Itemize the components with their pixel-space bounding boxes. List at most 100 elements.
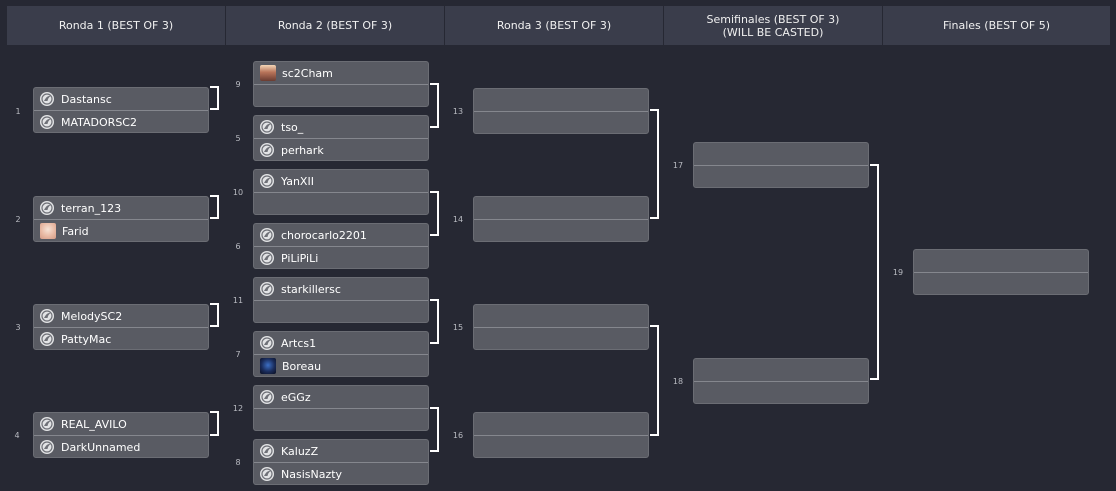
player-slot[interactable] [694, 165, 868, 187]
player-slot[interactable]: chorocarlo2201 [254, 224, 428, 246]
match-number: 1 [15, 107, 21, 116]
player-slot[interactable] [474, 111, 648, 133]
player-name: NasisNazty [281, 467, 343, 481]
player-name: Dastansc [61, 92, 112, 106]
player-name: tso_ [281, 120, 304, 134]
player-slot[interactable] [914, 272, 1088, 294]
player-slot[interactable] [474, 435, 648, 457]
match-9[interactable]: sc2Cham [253, 61, 429, 107]
player-avatar-photo [260, 65, 276, 81]
match-13[interactable] [473, 88, 649, 134]
player-slot[interactable]: MATADORSC2 [34, 110, 208, 132]
match-number: 2 [15, 215, 21, 224]
match-number: 17 [672, 161, 684, 170]
player-name: MelodySC2 [61, 309, 123, 323]
player-slot[interactable]: terran_123 [34, 197, 208, 219]
player-slot[interactable]: eGGz [254, 386, 428, 408]
round-header-bar: Ronda 1 (BEST OF 3) Ronda 2 (BEST OF 3) … [7, 6, 1110, 45]
player-slot[interactable]: starkillersc [254, 278, 428, 300]
player-slot[interactable]: KaluzZ [254, 440, 428, 462]
match-number: 19 [892, 268, 904, 277]
player-slot[interactable]: PiLiPiLi [254, 246, 428, 268]
match-number: 15 [452, 323, 464, 332]
player-slot[interactable] [474, 219, 648, 241]
match-4[interactable]: REAL_AVILO DarkUnnamed [33, 412, 209, 458]
starcraft-logo-icon [260, 336, 274, 350]
player-slot[interactable]: PattyMac [34, 327, 208, 349]
starcraft-logo-icon [260, 251, 274, 265]
player-slot[interactable]: sc2Cham [254, 62, 428, 84]
match-15[interactable] [473, 304, 649, 350]
player-slot[interactable] [254, 84, 428, 106]
player-slot[interactable]: REAL_AVILO [34, 413, 208, 435]
starcraft-logo-icon [40, 309, 54, 323]
match-5[interactable]: tso_perhark [253, 115, 429, 161]
player-slot[interactable]: Farid [34, 219, 208, 241]
player-name: PattyMac [61, 332, 112, 346]
player-name: PiLiPiLi [281, 251, 319, 265]
player-slot[interactable] [474, 89, 648, 111]
starcraft-logo-icon [40, 92, 54, 106]
starcraft-logo-icon [40, 201, 54, 215]
starcraft-logo-icon [40, 440, 54, 454]
player-slot[interactable] [914, 250, 1088, 272]
player-slot[interactable] [694, 359, 868, 381]
player-slot[interactable]: DarkUnnamed [34, 435, 208, 457]
match-number: 11 [232, 296, 244, 305]
match-16[interactable] [473, 412, 649, 458]
player-slot[interactable]: MelodySC2 [34, 305, 208, 327]
match-17[interactable] [693, 142, 869, 188]
player-name: perhark [281, 143, 324, 157]
round-header-2: Ronda 2 (BEST OF 3) [226, 6, 445, 45]
player-name: eGGz [281, 390, 311, 404]
match-number: 5 [235, 134, 241, 143]
match-number: 10 [232, 188, 244, 197]
player-slot[interactable] [474, 413, 648, 435]
match-12[interactable]: eGGz [253, 385, 429, 431]
match-18[interactable] [693, 358, 869, 404]
connector-r2 [430, 83, 439, 452]
player-slot[interactable] [254, 300, 428, 322]
match-14[interactable] [473, 196, 649, 242]
player-slot[interactable] [254, 192, 428, 214]
starcraft-logo-icon [260, 282, 274, 296]
match-number: 14 [452, 215, 464, 224]
player-slot[interactable] [474, 197, 648, 219]
player-slot[interactable]: Artcs1 [254, 332, 428, 354]
player-slot[interactable]: YanXII [254, 170, 428, 192]
match-10[interactable]: YanXII [253, 169, 429, 215]
round-header-finals: Finales (BEST OF 5) [883, 6, 1110, 45]
player-name: Artcs1 [281, 336, 317, 350]
player-slot[interactable]: Dastansc [34, 88, 208, 110]
player-name: starkillersc [281, 282, 341, 296]
player-slot[interactable] [254, 408, 428, 430]
player-name: Boreau [282, 359, 322, 373]
player-slot[interactable] [474, 327, 648, 349]
player-name: DarkUnnamed [61, 440, 141, 454]
round-header-1: Ronda 1 (BEST OF 3) [7, 6, 226, 45]
player-slot[interactable]: NasisNazty [254, 462, 428, 484]
connector-semis [870, 164, 879, 380]
player-slot[interactable]: tso_ [254, 116, 428, 138]
player-name: REAL_AVILO [61, 417, 127, 431]
match-11[interactable]: starkillersc [253, 277, 429, 323]
player-slot[interactable]: Boreau [254, 354, 428, 376]
player-slot[interactable] [474, 305, 648, 327]
match-number: 3 [15, 323, 21, 332]
match-19[interactable] [913, 249, 1089, 295]
round-header-semifinals: Semifinales (BEST OF 3) (WILL BE CASTED) [664, 6, 883, 45]
player-avatar-photo [40, 223, 56, 239]
player-slot[interactable] [694, 381, 868, 403]
player-slot[interactable]: perhark [254, 138, 428, 160]
starcraft-logo-icon [260, 467, 274, 481]
starcraft-logo-icon [260, 228, 274, 242]
player-slot[interactable] [694, 143, 868, 165]
match-8[interactable]: KaluzZ NasisNazty [253, 439, 429, 485]
match-number: 4 [14, 431, 20, 440]
starcraft-logo-icon [40, 332, 54, 346]
